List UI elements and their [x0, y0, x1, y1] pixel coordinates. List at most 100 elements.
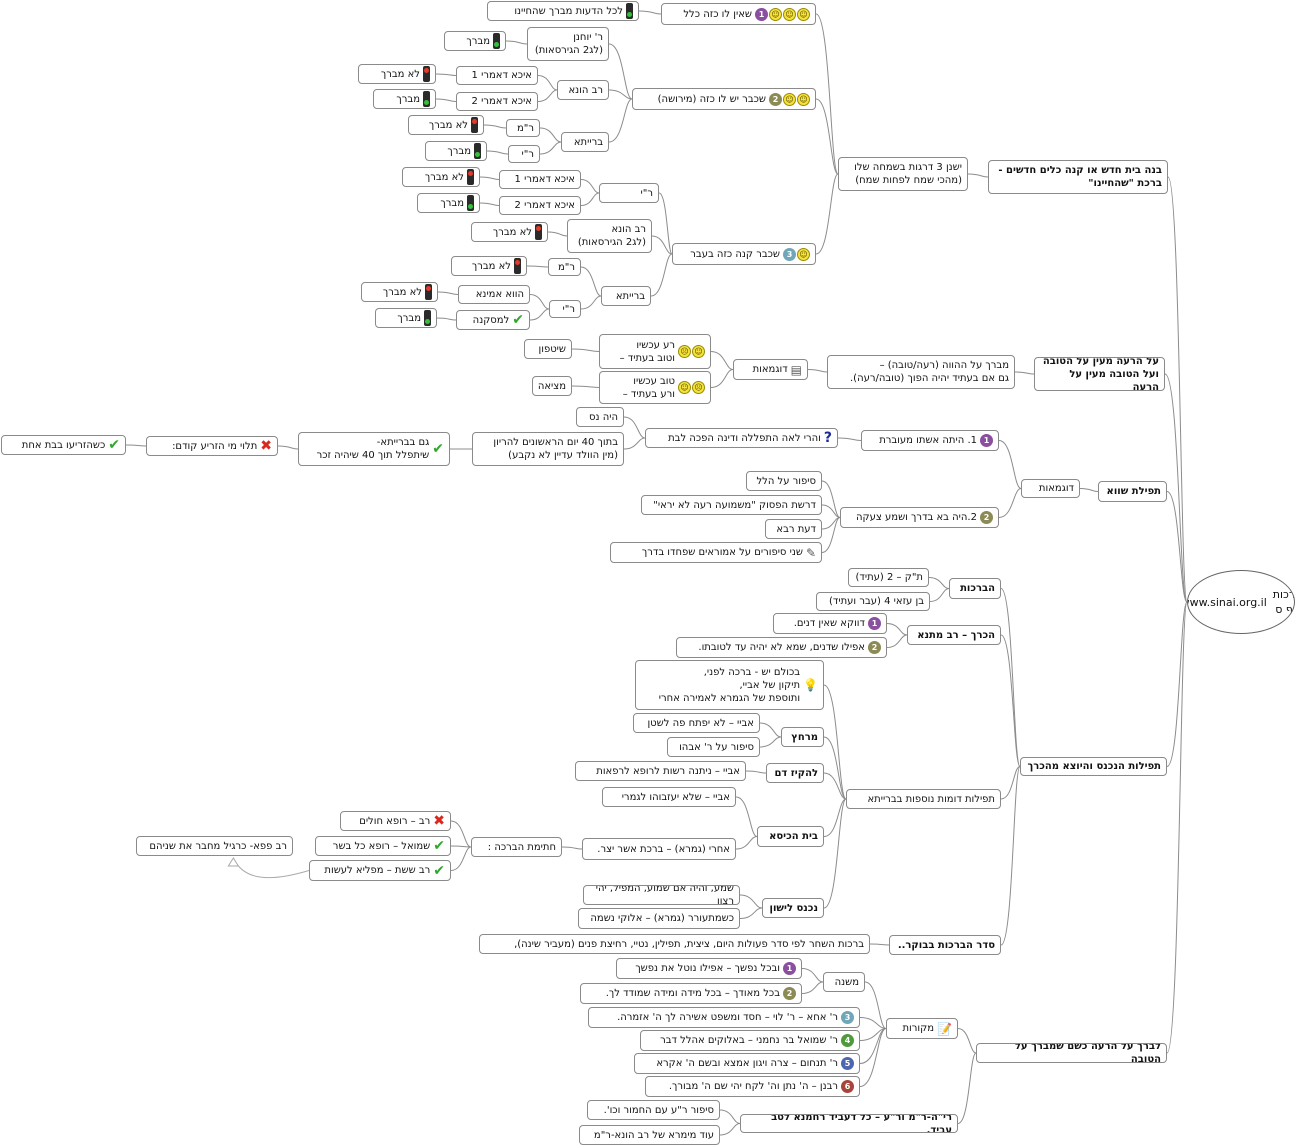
topic-vain-prayer[interactable]: תפילת שווא — [1098, 481, 1167, 502]
examples-node-1[interactable]: ▤דוגמאות — [733, 359, 808, 380]
restroom-node[interactable]: בית הכיסא — [757, 826, 824, 847]
level3-ika-damri-2-result[interactable]: מברך — [417, 193, 480, 213]
ben-azzai-node[interactable]: בן עזאי 4 (עבר ועתיד) — [816, 592, 930, 611]
example-flood[interactable]: שיטפון — [524, 339, 572, 359]
level3-initial-assumption-node[interactable]: הווא אמינא — [458, 285, 530, 304]
all-for-good-node[interactable]: רי"ה-ר"מ ור"ע – כל דעביד רחמנא לטב עביד. — [740, 1114, 958, 1133]
elokai-neshama-node[interactable]: כשמתעורר (גמרא) – אלוקי נשמה — [578, 908, 740, 929]
rav-healer-node[interactable]: ✖רב – רופא חולים — [340, 811, 451, 831]
root-node[interactable]: www.sinai.org.il ברכות דף ס — [1187, 570, 1295, 634]
level3-rav-huna-result[interactable]: לא מברך — [471, 222, 548, 242]
examples-node-2[interactable]: דוגמאות — [1021, 479, 1080, 498]
rabbi-abahu-story-node[interactable]: סיפור על ר' אבהו — [667, 737, 760, 757]
bloodletting-node[interactable]: להקיז דם — [766, 763, 824, 783]
asher-yatzar-node[interactable]: אחרי (גמרא) – ברכת אשר יצר. — [582, 838, 736, 860]
hillel-story-node[interactable]: סיפור על הלל — [746, 471, 822, 491]
level3-conclusion-result[interactable]: מברך — [375, 308, 437, 328]
number-2-icon: 2 — [769, 92, 782, 106]
two-stories-node[interactable]: ✎שני סיפורים על אמוראים שפחדו בדרך — [610, 542, 822, 563]
rabbi-yehuda-node[interactable]: ר"י — [508, 145, 540, 163]
blessings-node[interactable]: הברכות — [949, 578, 1001, 599]
morning-order-node[interactable]: סדר הברכות בבוקר.. — [889, 935, 1001, 955]
level3-rabbi-yehuda-node[interactable]: ר"י — [549, 300, 581, 318]
abaye-healing-node[interactable]: אביי – ניתנה רשות לרופא לרפאות — [575, 761, 746, 781]
first-40-days-node[interactable]: בתוך 40 יום הראשונים להריון (מין הוולד ע… — [472, 432, 624, 466]
leah-question-node[interactable]: ?והרי לאה התפללה ודינה הפכה לבת — [645, 428, 838, 448]
rav-huna-node[interactable]: רב הונא — [557, 80, 609, 100]
topic-bad-and-good[interactable]: על הרעה מעין על הטובה ועל הטובה מעין על … — [1034, 357, 1165, 391]
level3-rabbi-meir-node[interactable]: ר"מ — [548, 258, 581, 276]
root-line1: www.sinai.org.il — [1187, 595, 1267, 609]
ika-damri-2-result[interactable]: מברך — [373, 89, 436, 109]
level-1-result[interactable]: לכל הדעות מברך שהחיינו — [487, 1, 639, 21]
shmuel-healer-node[interactable]: ✔שמואל – רופא כל בשר — [315, 836, 451, 856]
rabbi-meir-result[interactable]: לא מברך — [408, 115, 484, 135]
going-to-sleep-node[interactable]: נכנס לישון — [762, 898, 824, 918]
sources-node[interactable]: 📝מקורות — [886, 1018, 958, 1039]
donkey-story-node[interactable]: סיפור ר"ע עם החמור וכו'. — [587, 1100, 720, 1120]
tanna-kamma-node[interactable]: ת"ק – 2 (עתיד) — [848, 568, 929, 587]
level-2-node[interactable]: 2☺☺ שכבר יש לו כזה (מירושה) — [632, 88, 816, 110]
topic-bless-on-bad[interactable]: לברך על הרעה כשם שמברך על הטובה — [976, 1043, 1167, 1063]
level3-initial-assumption-result[interactable]: לא מברך — [361, 282, 438, 302]
smiley-icon: ☺ — [797, 92, 810, 106]
baraita-40-days-node[interactable]: ✔גם בברייתא- שיתפלל תוך 40 שיהיה זכר — [298, 432, 450, 466]
rav-huna-saying-node[interactable]: עוד מימרא של רב הונא-ר"מ — [579, 1125, 720, 1145]
blessing-ending-node[interactable]: חתימת הברכה : — [471, 837, 562, 857]
morning-blessings-node[interactable]: ברכות השחר לפי סדר פעולות היום, ציצית, ת… — [479, 934, 870, 954]
smiley-icon: ☺ — [692, 345, 705, 358]
city-rav-matna-node[interactable]: הכרך – רב מתנא — [907, 625, 1001, 645]
bathhouse-node[interactable]: מרחץ — [781, 727, 824, 747]
baraita-node[interactable]: ברייתא — [561, 132, 609, 152]
all-have-note-node[interactable]: 💡בכולם יש - ברכה לפני, תיקון של אביי, ות… — [635, 660, 824, 710]
rabbi-meir-node[interactable]: ר"מ — [506, 119, 540, 137]
rava-opinion-node[interactable]: דעת רבא — [765, 519, 822, 539]
abaye-not-abandon-node[interactable]: אביי – שלא יעזבוהו לגמרי — [602, 787, 736, 807]
ika-damri-1-result[interactable]: לא מברך — [358, 64, 436, 84]
ika-damri-1-node[interactable]: איכא דאמרי 1 — [456, 66, 538, 85]
simultaneous-node[interactable]: ✔כשהזריעו בבת אחת — [1, 435, 126, 455]
example-bad-now-node[interactable]: ☹☺רע עכשיו וטוב בעתיד – — [599, 334, 711, 369]
rabbi-yehuda-result[interactable]: מברך — [425, 141, 487, 161]
mishna-node[interactable]: משנה — [823, 972, 865, 992]
traffic-light-green-icon — [474, 143, 481, 159]
abaye-satan-node[interactable]: אביי – לא יפתח פה לשטן — [633, 713, 760, 733]
level3-baraita-node[interactable]: ברייתא — [601, 286, 651, 306]
topic-shehecheyanu[interactable]: בנה בית חדש או קנה כלים חדשים - ברכת "שה… — [988, 160, 1168, 194]
miracle-node[interactable]: היה נס — [576, 407, 624, 427]
rabbi-yochanan-result[interactable]: מברך — [444, 31, 506, 51]
similar-prayers-node[interactable]: תפילות דומות נוספות בברייתא — [846, 789, 1001, 809]
topic-city-prayers[interactable]: תפילות הנכנס והיוצא מהכרך — [1020, 757, 1167, 776]
level-3-node[interactable]: 3☺ שכבר קנה כזה בעבר — [672, 243, 816, 265]
level3-rabbi-meir-result[interactable]: לא מברך — [451, 256, 527, 276]
ika-damri-2-node[interactable]: איכא דאמרי 2 — [456, 92, 538, 111]
level3-ika-damri-2-node[interactable]: איכא דאמרי 2 — [499, 196, 581, 215]
level-1-node[interactable]: 1☺☺☺ שאין לו כזה כלל — [661, 3, 816, 25]
level3-rav-huna-node[interactable]: רב הונא (לג2 הגירסאות) — [567, 219, 652, 253]
level3-conclusion-node[interactable]: ✔למסקנה — [456, 310, 530, 330]
shema-node[interactable]: שמע, והיה אם שמוע, המפיל, יהי רצון — [583, 885, 740, 905]
example-good-now-node[interactable]: ☺☹טוב עכשיו ורע בעתיד – — [599, 371, 711, 404]
sad-face-icon: ☹ — [678, 345, 691, 358]
who-first-node[interactable]: ✖תלוי מי הזריע קודם: — [146, 436, 278, 456]
level3-ika-damri-1-result[interactable]: לא מברך — [402, 167, 480, 187]
levels-node[interactable]: ישנן 3 דרגות בשמחה שלו (מהכי שמח לפחות ש… — [838, 157, 968, 191]
example-find[interactable]: מציאה — [532, 376, 572, 396]
present-rule-node[interactable]: מברך על ההווה (רעה/טובה) – גם אם בעתיד י… — [827, 355, 1015, 389]
rav-papa-node[interactable]: רב פפא- כרגיל מחבר את שניהם — [136, 836, 293, 856]
rav-sheshet-node[interactable]: ✔רב ששת – מפליא לעשות — [309, 860, 451, 881]
level3-ika-damri-1-node[interactable]: איכא דאמרי 1 — [499, 170, 581, 189]
verse-drasha-node[interactable]: דרשת הפסוק "משמועה רעה לא יראי" — [641, 495, 822, 515]
level3-rabbi-yochanan-node[interactable]: ר"י — [599, 183, 659, 203]
rabbi-yochanan-node[interactable]: ר' יוחנן (לג2 הגירסאות) — [527, 27, 609, 61]
